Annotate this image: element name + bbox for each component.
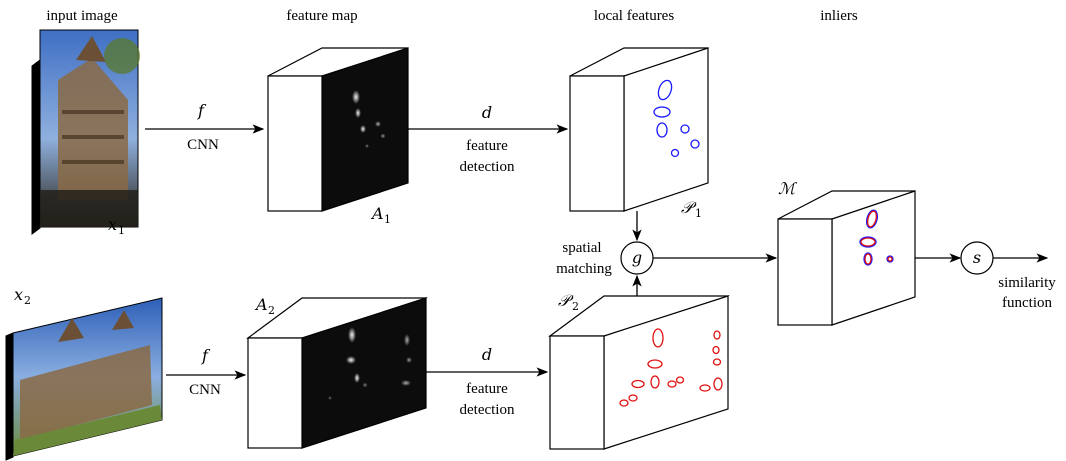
label-spatial: spatial (562, 240, 601, 256)
label-cnn-bottom: CNN (189, 382, 221, 398)
symbol-x1-sub: 1 (118, 224, 125, 237)
label-cnn-top: CNN (187, 137, 219, 153)
feature-map-2 (246, 297, 428, 449)
inliers-box (777, 190, 916, 326)
symbol-x2: x (14, 285, 23, 304)
symbol-A1: A (370, 204, 384, 223)
symbol-d-top: d (482, 103, 492, 122)
symbol-M: ℳ (778, 179, 798, 198)
symbol-P2-sub: 2 (572, 300, 579, 313)
header-feature-map: feature map (286, 8, 357, 24)
header-local-features: local features (594, 8, 675, 24)
symbol-A2: A (254, 295, 268, 314)
symbol-A1-sub: 1 (384, 213, 391, 226)
symbol-P1-sub: 1 (695, 207, 702, 220)
feature-map-1 (267, 47, 409, 212)
label-detection-bottom: detection (460, 402, 515, 418)
symbol-x1: x (108, 215, 117, 234)
label-similarity: similarity (998, 275, 1056, 291)
symbol-d-bottom: d (482, 345, 492, 364)
input-image-1 (31, 29, 140, 235)
label-feature-bottom: feature (466, 381, 508, 397)
symbol-x2-sub: 2 (24, 294, 31, 307)
symbol-f-bottom: f (201, 346, 211, 365)
label-matching: matching (556, 261, 612, 277)
header-input-image: input image (46, 8, 118, 24)
label-function: function (1002, 295, 1052, 311)
header-inliers: inliers (820, 8, 858, 24)
input-image-2 (5, 297, 163, 461)
symbol-f-top: f (197, 101, 207, 120)
local-features-1 (569, 47, 709, 212)
label-detection-top: detection (460, 159, 515, 175)
local-features-2 (548, 295, 730, 450)
symbol-s: s (973, 248, 981, 267)
label-feature-top: feature (466, 138, 508, 154)
symbol-g: g (632, 248, 642, 267)
symbol-A2-sub: 2 (268, 304, 275, 317)
